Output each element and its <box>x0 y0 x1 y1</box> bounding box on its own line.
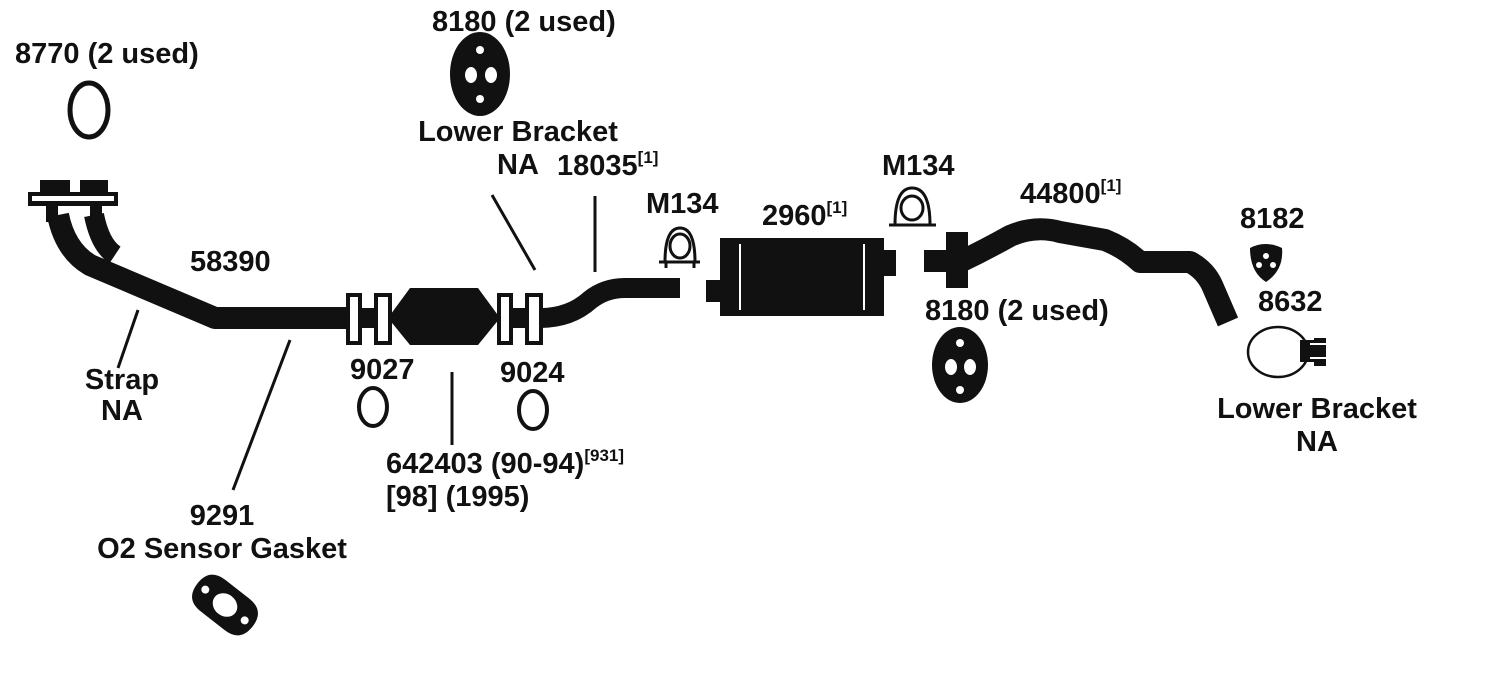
label-m134-left: M134 <box>646 188 719 220</box>
label-2960: 2960[1] <box>762 198 848 232</box>
hanger-8180-bottom <box>932 327 988 403</box>
label-9024: 9024 <box>500 357 565 389</box>
hanger-8180-top <box>450 32 510 116</box>
label-8182: 8182 <box>1240 203 1305 235</box>
label-8180-top: 8180 (2 used) <box>432 6 616 38</box>
clamp-m134-right <box>889 186 936 227</box>
label-8770: 8770 (2 used) <box>15 38 199 70</box>
label-8632: 8632 <box>1258 286 1323 318</box>
o2-sensor-gasket-9291 <box>192 574 258 636</box>
hanger-8182 <box>1250 244 1283 282</box>
label-strap: Strap NA <box>84 364 160 427</box>
label-m134-right: M134 <box>882 150 955 182</box>
gasket-9024-ring <box>517 389 549 431</box>
front-pipe-58390 <box>47 212 350 329</box>
label-18035: 18035[1] <box>557 148 659 182</box>
muffler-2960 <box>706 238 896 316</box>
pipe-18035 <box>539 278 680 328</box>
clamp-8632 <box>1246 325 1328 379</box>
label-58390: 58390 <box>190 246 271 278</box>
clamp-m134-left <box>659 226 700 268</box>
label-642403: 642403 (90-94)[931] [98] (1995) <box>386 446 625 513</box>
label-9291-o2-sensor-gasket: 9291 O2 Sensor Gasket <box>97 500 347 565</box>
label-44800: 44800[1] <box>1020 176 1122 210</box>
label-lower-bracket-left: Lower Bracket NA <box>418 116 618 181</box>
gasket-9027-ring <box>357 386 389 428</box>
flange-9024 <box>497 293 543 345</box>
label-8180-bottom: 8180 (2 used) <box>925 295 1109 327</box>
catalytic-converter-642403 <box>388 288 500 345</box>
label-9027: 9027 <box>350 354 415 386</box>
tailpipe-44800 <box>924 218 1239 327</box>
front-pipe-flange <box>28 180 118 222</box>
leader-lines <box>116 194 597 491</box>
gasket-8770-ring <box>67 80 111 140</box>
flange-9027 <box>346 293 392 345</box>
label-lower-bracket-right: Lower Bracket NA <box>1217 393 1417 458</box>
